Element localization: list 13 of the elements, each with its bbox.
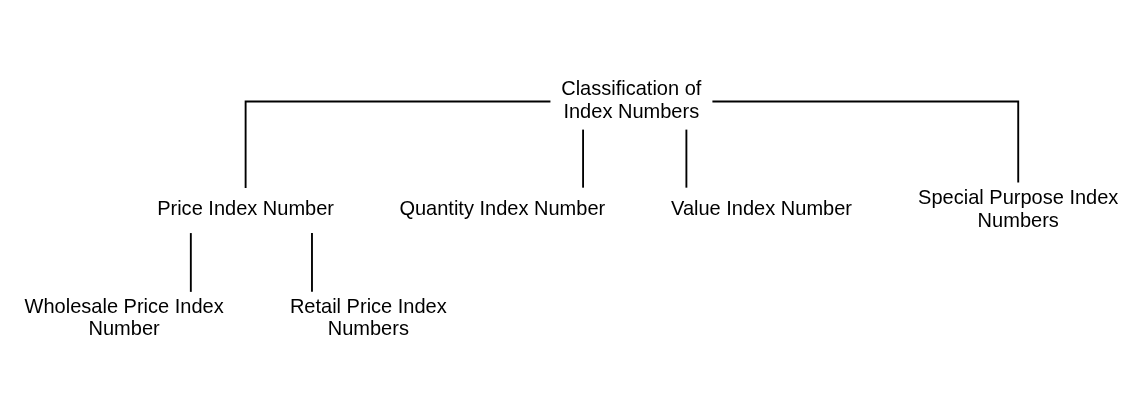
node-text: Special Purpose Index Numbers: [918, 185, 1119, 231]
connector: [189, 231, 192, 293]
connector: [711, 100, 1020, 183]
node-text: Price Index Number: [157, 196, 335, 219]
node-text: Quantity Index Number: [399, 196, 606, 219]
node-text: Retail Price Index Numbers: [289, 294, 447, 339]
node-text: Value Index Number: [671, 196, 853, 219]
node-text: Wholesale Price Index Number: [24, 294, 224, 339]
connector: [582, 128, 585, 189]
connector: [311, 231, 313, 293]
connector: [685, 128, 688, 189]
connector: [244, 100, 552, 189]
node-text: Classification of Index Numbers: [561, 76, 702, 122]
